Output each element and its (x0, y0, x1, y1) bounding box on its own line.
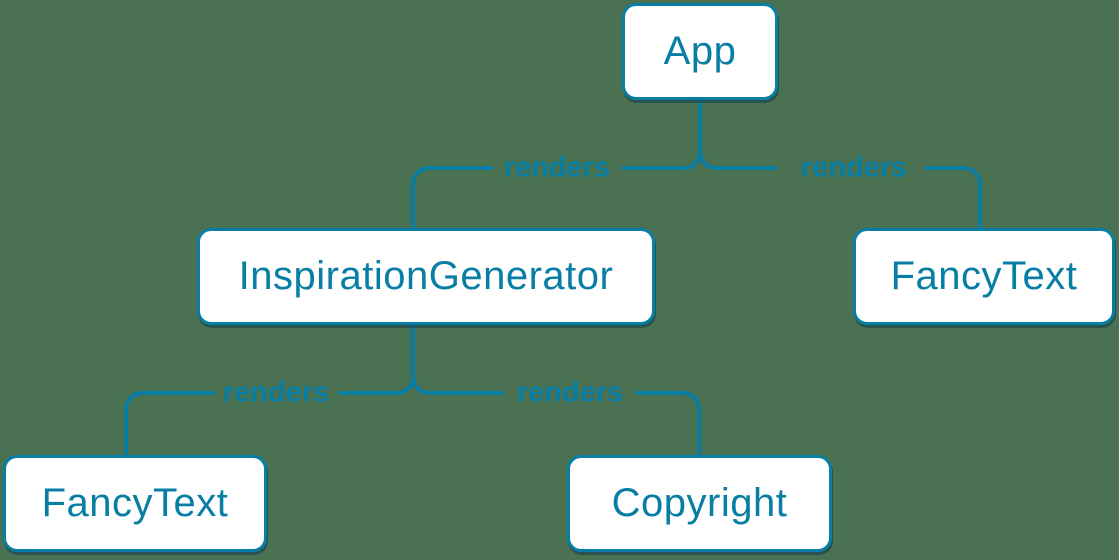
node-label: InspirationGenerator (238, 254, 614, 298)
node-app: App (622, 3, 778, 100)
connector-segment (411, 325, 415, 375)
edge-label-renders: renders (800, 151, 908, 184)
node-fancy-text-bottom: FancyText (3, 455, 267, 552)
node-label: FancyText (41, 481, 229, 525)
edge-label-renders: renders (503, 151, 611, 184)
connector-elbow (411, 166, 435, 190)
node-label: FancyText (890, 254, 1078, 298)
connector-segment (433, 166, 494, 170)
connector-elbow (958, 166, 982, 190)
connector-segment (411, 188, 415, 228)
connector-segment (429, 391, 504, 395)
node-label: App (663, 29, 737, 73)
connector-segment (978, 188, 982, 228)
connector-elbow (411, 375, 431, 395)
edge-label-renders: renders (222, 376, 330, 409)
connector-elbow (677, 391, 701, 415)
connector-segment (124, 413, 128, 455)
connector-elbow (124, 391, 148, 415)
connector-segment (924, 166, 962, 170)
connector-elbow (698, 150, 718, 170)
connector-segment (622, 166, 684, 170)
connector-segment (697, 413, 701, 455)
connector-segment (636, 391, 687, 395)
edge-label-renders: renders (516, 376, 624, 409)
node-label: Copyright (611, 481, 788, 525)
node-fancy-text-top: FancyText (853, 228, 1115, 325)
connector-segment (338, 391, 397, 395)
connector-segment (145, 391, 215, 395)
node-inspiration-generator: InspirationGenerator (197, 228, 655, 325)
connector-segment (716, 166, 778, 170)
node-copyright: Copyright (567, 455, 832, 552)
connector-segment (698, 100, 702, 154)
